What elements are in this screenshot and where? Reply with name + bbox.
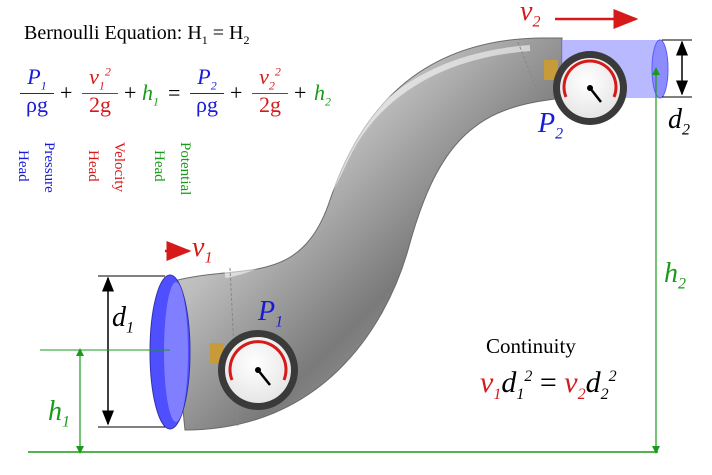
title-sub1: 1 [201, 33, 208, 47]
cont-v1: v [480, 366, 494, 399]
eq-P1-sub: 1 [40, 78, 47, 93]
p1-P: P [258, 296, 276, 327]
eq-h1: h [142, 80, 153, 105]
eq-plus-2: + [124, 80, 137, 105]
eq-h1-sub: 1 [153, 94, 159, 109]
velocity-head-label-1: Head [85, 150, 101, 182]
eq-rho-g-1: ρg [20, 93, 54, 116]
eq-P2: P [197, 64, 211, 89]
d2-label: d2 [668, 104, 690, 140]
potential-term-1: h1 [142, 80, 159, 109]
h2-h: h [664, 258, 678, 289]
v2-v: v [520, 0, 533, 27]
p1-sub: 1 [275, 313, 284, 331]
cont-v2: v [564, 366, 578, 399]
d1-sub: 1 [126, 319, 134, 337]
cont-d1-sub: 1 [516, 386, 525, 403]
h2-label: h2 [664, 258, 686, 294]
d1-d: d [112, 302, 126, 333]
h1-h: h [48, 396, 62, 427]
continuity-equation: v1d12 = v2d22 [480, 366, 617, 404]
eq-h2-sub: 2 [325, 94, 331, 109]
pressure-gauge-icon [210, 330, 298, 410]
h1-label: h1 [48, 396, 70, 432]
h1-sub: 1 [62, 413, 70, 431]
eq-P2-sub: 2 [210, 78, 217, 93]
page-title: Bernoulli Equation: H1 = H2 [24, 22, 250, 48]
potential-head-label-2: Potential [177, 142, 193, 196]
title-equals: = [207, 22, 230, 44]
eq-P1: P [27, 64, 41, 89]
velocity-head-label-2: Velocity [111, 142, 127, 192]
cont-d1-sq: 2 [524, 368, 533, 385]
d1-label: d1 [112, 302, 134, 338]
bernoulli-equation: P1 ρg + v12 2g + h1 = P2 ρg + v22 2g + h… [16, 64, 356, 134]
p2-sub: 2 [555, 125, 564, 143]
pressure-gauge-icon [544, 51, 627, 125]
eq-equals: = [168, 80, 181, 105]
eq-v1-sub: 1 [98, 78, 105, 93]
eq-plus-1: + [60, 80, 73, 105]
pressure-head-label-2: Pressure [41, 142, 57, 193]
eq-rho-g-2: ρg [190, 93, 224, 116]
cont-d2: d [585, 366, 601, 399]
eq-v1-sq: 2 [104, 64, 111, 79]
cont-equals: = [539, 366, 557, 399]
v2-sub: 2 [532, 13, 541, 31]
cont-v1-sub: 1 [493, 386, 502, 403]
pressure-term-2: P2 ρg [190, 64, 224, 116]
eq-2g-1: 2g [82, 93, 118, 116]
eq-v1: v [89, 64, 99, 89]
d2-sub: 2 [682, 121, 690, 139]
cont-v2-sub: 2 [577, 386, 586, 403]
p2-P: P [538, 108, 556, 139]
p2-label: P2 [538, 108, 563, 144]
d2-d: d [668, 104, 682, 135]
continuity-title: Continuity [486, 334, 576, 358]
eq-2g-2: 2g [252, 93, 288, 116]
pressure-head-label-1: Head [15, 150, 31, 182]
title-h1: H [187, 22, 202, 44]
potential-head-lines [28, 67, 660, 454]
potential-term-2: h2 [314, 80, 331, 109]
title-prefix: Bernoulli Equation: [24, 22, 188, 44]
v1-sub: 1 [204, 249, 213, 267]
pipe-inlet [149, 274, 191, 430]
cont-d2-sq: 2 [608, 368, 617, 385]
eq-plus-3: + [230, 80, 243, 105]
title-sub2: 2 [243, 33, 250, 47]
p1-label: P1 [258, 296, 283, 332]
cont-d1: d [501, 366, 517, 399]
eq-plus-4: + [294, 80, 307, 105]
v2-label: v2 [520, 0, 540, 32]
eq-v2-sub: 2 [268, 78, 275, 93]
potential-head-label-1: Head [151, 150, 167, 182]
v1-v: v [192, 232, 205, 263]
eq-v2-sq: 2 [274, 64, 281, 79]
eq-v2: v [259, 64, 269, 89]
h2-sub: 2 [678, 275, 686, 293]
v1-label: v1 [192, 232, 212, 268]
velocity-term-1: v12 2g [82, 64, 118, 116]
velocity-term-2: v22 2g [252, 64, 288, 116]
title-h2: H [229, 22, 244, 44]
pressure-term-1: P1 ρg [20, 64, 54, 116]
cont-d2-sub: 2 [600, 386, 609, 403]
eq-h2: h [314, 80, 325, 105]
